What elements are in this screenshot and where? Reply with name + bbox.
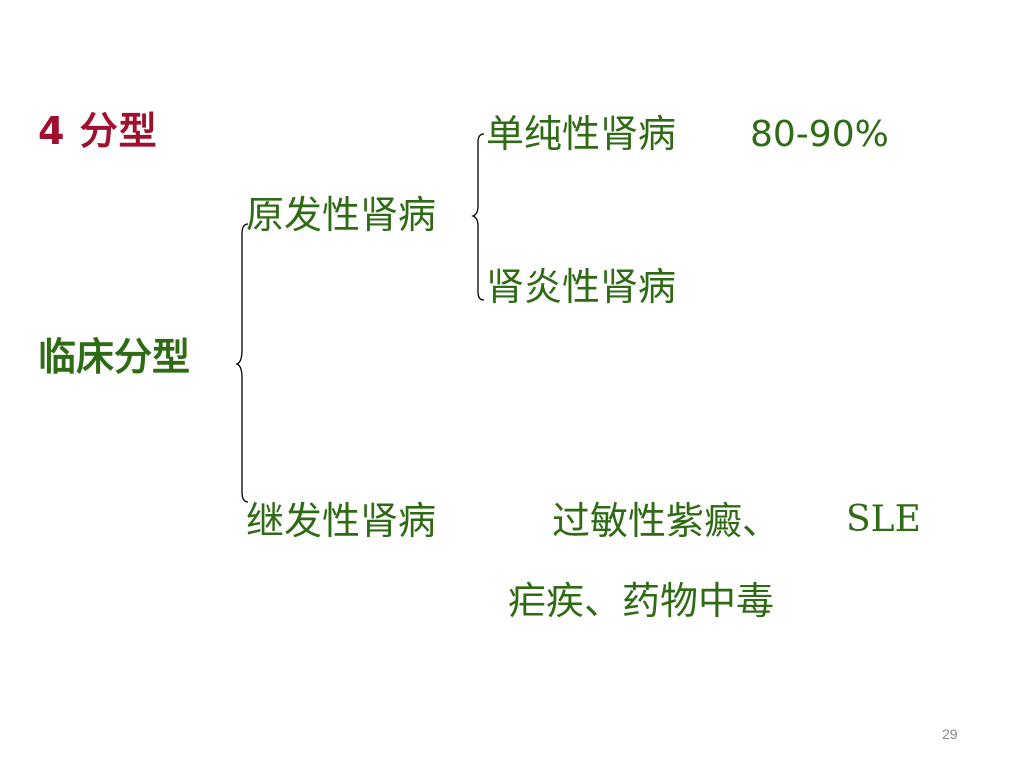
nephritic-nephropathy-label: 肾炎性肾病 [486,265,677,309]
secondary-causes-sle: SLE [846,499,921,540]
primary-subtypes-brace [471,133,485,301]
slide-heading: 4 分型 [38,109,158,153]
page-number: 29 [942,726,958,742]
secondary-nephropathy-label: 继发性肾病 [246,499,437,543]
secondary-causes-line2: 疟疾、药物中毒 [508,579,775,623]
classification-brace [235,223,249,503]
simple-nephropathy-percentage: 80-90% [750,114,889,155]
secondary-causes-line1: 过敏性紫癜、 [552,499,781,543]
classification-label: 临床分型 [38,335,191,379]
simple-nephropathy-label: 单纯性肾病 [486,112,677,156]
primary-nephropathy-label: 原发性肾病 [246,193,437,237]
